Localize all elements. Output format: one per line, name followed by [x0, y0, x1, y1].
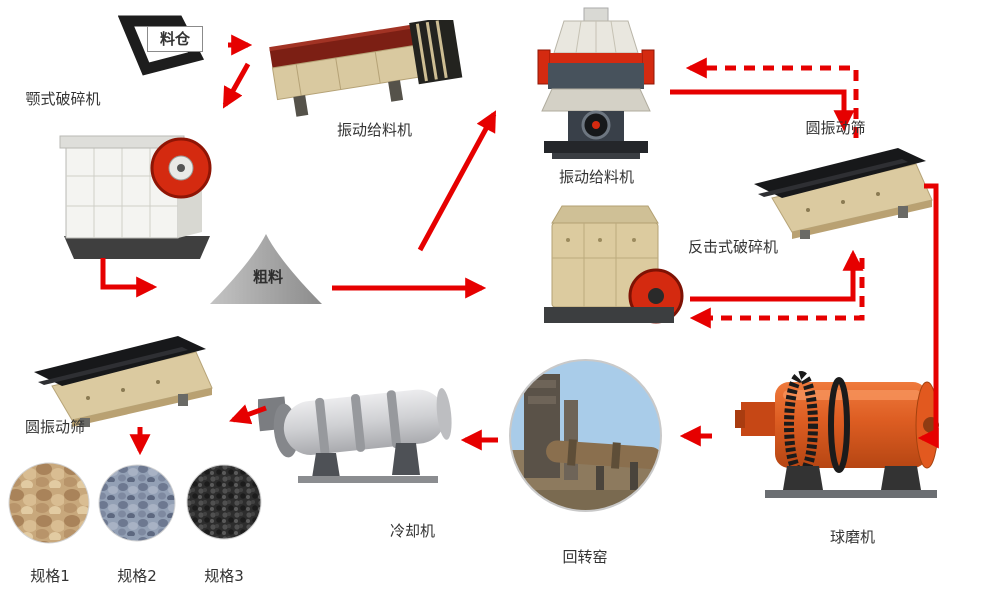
cone-crusher-label: 振动给料机: [558, 168, 634, 186]
cooler-label: 冷却机: [389, 522, 435, 540]
cone-crusher-image: [526, 6, 666, 166]
cooler-image: [256, 365, 458, 490]
coarse-material-image: [206, 230, 326, 310]
screen-left-label: 圆振动筛: [24, 418, 85, 436]
ball-mill-label: 球磨机: [829, 528, 875, 546]
product1-image: [8, 462, 90, 544]
coarse-material-label: 粗料: [252, 268, 283, 286]
impact-crusher-image: [536, 196, 686, 336]
screen-left-image: [28, 328, 218, 428]
arrow-screen-return-to-impact-dashed: [689, 258, 865, 329]
product3-image: [186, 464, 262, 540]
product1-label: 规格1: [30, 567, 70, 585]
rotary-kiln-label: 回转窑: [562, 548, 608, 566]
jaw-crusher-label: 颚式破碎机: [25, 90, 101, 108]
jaw-crusher-image: [50, 110, 220, 265]
arrow-hopper-to-jaw: [222, 62, 251, 109]
vibrating-feeder-image: [268, 16, 468, 120]
product2-image: [98, 464, 176, 542]
product3-label: 规格3: [204, 567, 244, 585]
product2-label: 规格2: [117, 567, 157, 585]
arrow-impact-to-screen: [690, 249, 864, 302]
screen-right-label: 圆振动筛: [805, 119, 866, 137]
feeder-top-label: 振动给料机: [336, 121, 412, 139]
hopper-label: 料仓: [147, 26, 204, 52]
rotary-kiln-image: [508, 358, 663, 513]
impact-crusher-label: 反击式破碎机: [687, 238, 778, 256]
ball-mill-image: [735, 350, 945, 505]
screen-right-image: [748, 140, 938, 240]
